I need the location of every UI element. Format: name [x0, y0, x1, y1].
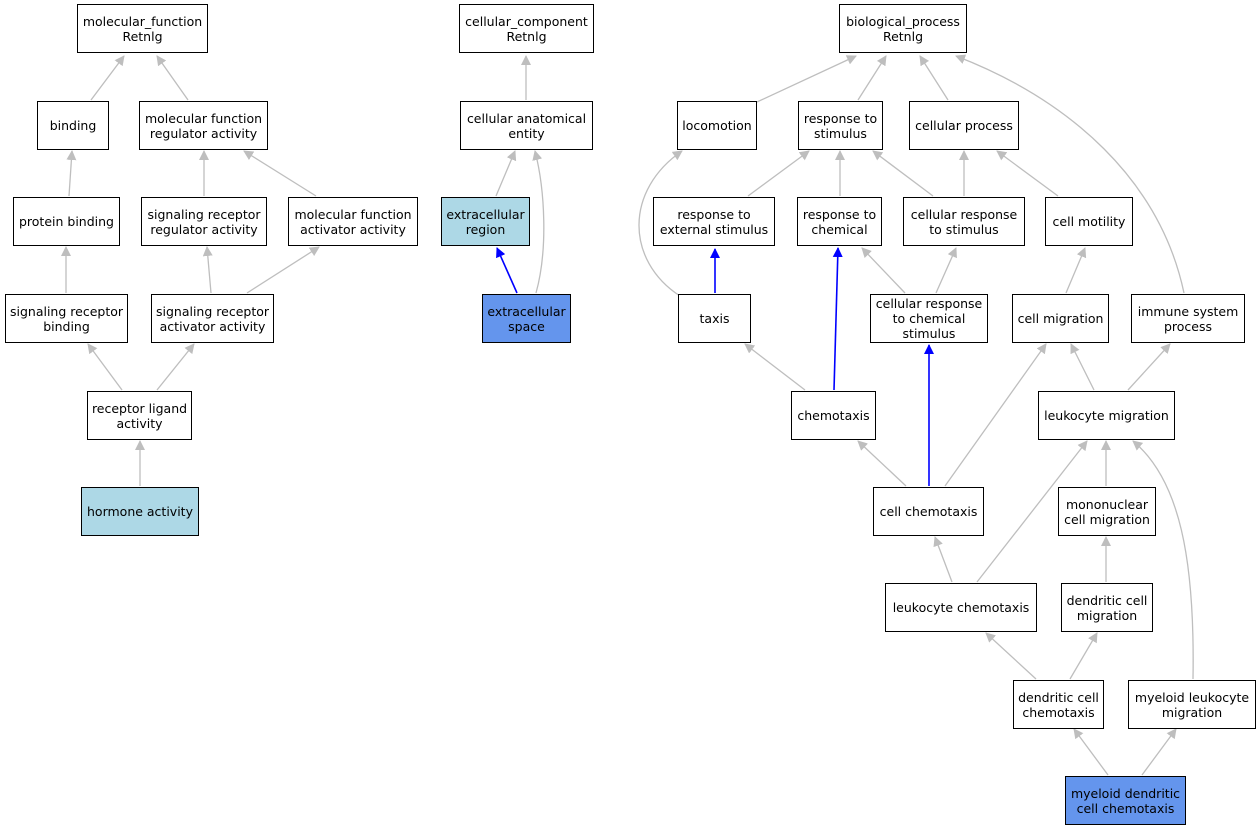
node-molecular-function-activator-activity[interactable]: molecular function activator activity [288, 197, 418, 246]
edge-rec-ligand-to-sig-rec-binding [87, 343, 123, 391]
node-cellular-anatomical-entity[interactable]: cellular anatomical entity [460, 101, 593, 150]
node-protein-binding[interactable]: protein binding [13, 197, 120, 246]
edge-leuk-chemo-to-cell-chemotaxis [933, 536, 953, 583]
edge-rec-ligand-to-sig-rec-act [156, 343, 195, 391]
edge-cell-resp-chem-to-resp-chem [861, 247, 906, 294]
node-cellular-process[interactable]: cellular process [909, 101, 1019, 150]
node-cellular-component-root[interactable]: cellular_component Retnlg [459, 4, 594, 53]
node-hormone-activity[interactable]: hormone activity [81, 487, 199, 536]
node-myeloid-dendritic-cell-chemotaxis[interactable]: myeloid dendritic cell chemotaxis [1065, 776, 1186, 825]
node-myeloid-leukocyte-migration[interactable]: myeloid leukocyte migration [1128, 680, 1256, 729]
edge-chemotaxis-to-taxis [744, 343, 806, 391]
edge-immune-to-bp-root [955, 54, 1185, 294]
edge-sig-rec-act-to-sig-rec-reg [202, 246, 213, 294]
node-response-to-external-stimulus[interactable]: response to external stimulus [653, 197, 775, 246]
node-extracellular-region[interactable]: extracellular region [441, 197, 530, 246]
edge-leuk-mig-to-immune [1127, 343, 1171, 391]
node-dendritic-cell-chemotaxis[interactable]: dendritic cell chemotaxis [1013, 680, 1104, 729]
node-molecular-function-regulator-activity[interactable]: molecular function regulator activity [139, 101, 268, 150]
edge-myeloid-leuk-mig-to-leuk-mig [1132, 440, 1194, 680]
node-mononuclear-cell-migration[interactable]: mononuclear cell migration [1058, 487, 1156, 536]
node-cell-migration[interactable]: cell migration [1012, 294, 1109, 343]
edge-cell-migration-to-cell-motility [1065, 247, 1087, 294]
node-binding[interactable]: binding [37, 101, 109, 150]
node-leukocyte-chemotaxis[interactable]: leukocyte chemotaxis [885, 583, 1037, 632]
edge-mf-reg-to-mf-root [156, 55, 189, 101]
edge-cell-motility-to-cell-process [996, 150, 1059, 197]
node-response-to-chemical[interactable]: response to chemical [797, 197, 882, 246]
node-biological-process-root[interactable]: biological_process Retnlg [839, 4, 967, 53]
edge-extra-space-to-cell-anat [532, 150, 545, 294]
node-signaling-receptor-activator-activity[interactable]: signaling receptor activator activity [151, 294, 274, 343]
edge-binding-to-mf-root [90, 55, 125, 101]
node-cell-chemotaxis[interactable]: cell chemotaxis [873, 487, 984, 536]
node-chemotaxis[interactable]: chemotaxis [791, 391, 876, 440]
node-taxis[interactable]: taxis [678, 294, 751, 343]
edge-resp-stim-to-bp-root [857, 55, 887, 101]
node-extracellular-space[interactable]: extracellular space [482, 294, 571, 343]
node-receptor-ligand-activity[interactable]: receptor ligand activity [87, 391, 192, 440]
node-signaling-receptor-binding[interactable]: signaling receptor binding [5, 294, 128, 343]
edge-leuk-mig-to-cell-migration [1070, 343, 1095, 391]
node-cellular-response-to-chemical-stimulus[interactable]: cellular response to chemical stimulus [870, 294, 988, 343]
node-dendritic-cell-migration[interactable]: dendritic cell migration [1061, 583, 1153, 632]
edge-dc-chemo-to-dc-mig [1069, 632, 1098, 680]
node-molecular-function-root[interactable]: molecular_function Retnlg [77, 4, 208, 53]
edge-sig-rec-act-to-mf-act [246, 246, 320, 294]
edge-cell-chemotaxis-to-chemotaxis [857, 440, 907, 487]
edge-dc-chemo-to-leuk-chemo [985, 632, 1037, 680]
edge-cell-resp-stim-to-resp-stim [872, 150, 934, 197]
edge-myeloid-dc-chemo-to-myeloid-leuk-mig [1141, 728, 1177, 776]
edge-resp-ext-to-resp-stim [747, 150, 810, 197]
edge-taxis-to-locomotion [638, 150, 683, 297]
edge-cell-resp-chem-to-cell-resp-stim [935, 247, 957, 294]
node-locomotion[interactable]: locomotion [677, 101, 757, 150]
node-cell-motility[interactable]: cell motility [1045, 197, 1133, 246]
edge-extra-space-to-extra-region [496, 247, 518, 294]
edge-protein-binding-to-binding [66, 150, 77, 197]
edge-extra-region-to-cell-anat [495, 150, 517, 197]
node-leukocyte-migration[interactable]: leukocyte migration [1038, 391, 1175, 440]
edge-leuk-chemo-to-leuk-mig [976, 440, 1088, 583]
edge-mf-act-to-mf-reg [243, 150, 317, 197]
edge-chemotaxis-to-resp-chem [832, 247, 843, 391]
edge-locomotion-to-bp-root [756, 55, 857, 103]
node-signaling-receptor-regulator-activity[interactable]: signaling receptor regulator activity [141, 197, 267, 246]
edge-myeloid-dc-chemo-to-dc-chemo [1073, 728, 1109, 776]
node-immune-system-process[interactable]: immune system process [1131, 294, 1245, 343]
node-response-to-stimulus[interactable]: response to stimulus [798, 101, 883, 150]
edge-cell-chemotaxis-to-cell-migration [944, 343, 1047, 487]
edge-cell-process-to-bp-root [919, 55, 949, 101]
node-cellular-response-to-stimulus[interactable]: cellular response to stimulus [903, 197, 1025, 246]
